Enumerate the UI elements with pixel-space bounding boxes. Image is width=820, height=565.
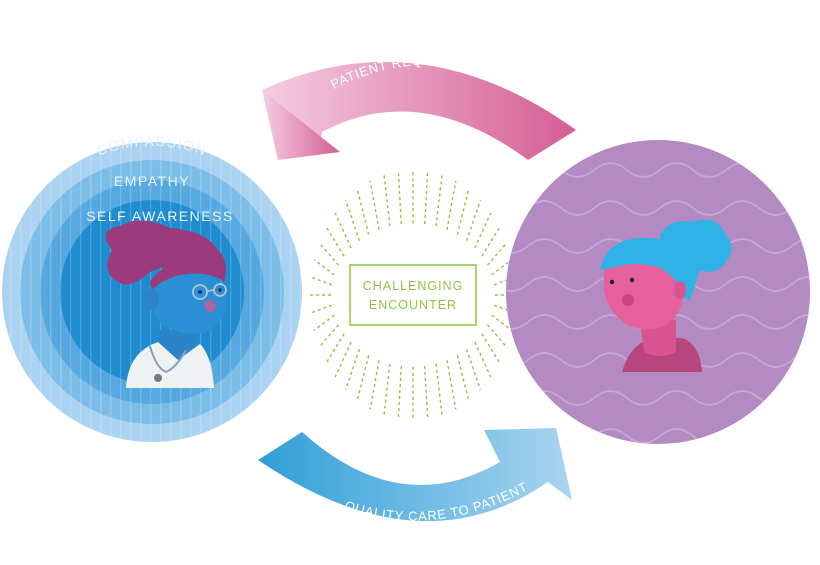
burst-ray xyxy=(435,174,443,227)
burst-ray xyxy=(325,226,345,257)
challenging-encounter-box: CHALLENGING ENCOUNTER xyxy=(349,264,477,326)
burst-ray xyxy=(435,363,443,416)
challenging-encounter-burst xyxy=(310,169,516,421)
burst-ray xyxy=(486,242,508,266)
burst-ray xyxy=(318,324,340,348)
ring-label-empathy: EMPATHY xyxy=(114,173,190,189)
burst-ray xyxy=(397,365,402,420)
burst-ray xyxy=(446,180,457,230)
burst-ray xyxy=(369,360,380,410)
burst-ray xyxy=(356,355,370,401)
burst-ray xyxy=(356,189,370,235)
burst-ray xyxy=(318,242,340,266)
burst-ray xyxy=(344,199,361,242)
burst-ray xyxy=(481,333,501,364)
center-label-line-1: CHALLENGING xyxy=(363,279,464,293)
burst-ray xyxy=(424,365,429,420)
burst-ray xyxy=(313,259,335,276)
burst-ray xyxy=(334,212,352,249)
provider-circle: COMPASSION EMPATHY SELF AWARENESS xyxy=(2,133,302,442)
burst-ray xyxy=(446,360,457,410)
burst-ray xyxy=(383,363,391,416)
burst-ray xyxy=(310,304,333,314)
burst-ray xyxy=(456,355,470,401)
burst-ray xyxy=(313,314,335,331)
burst-ray xyxy=(344,348,361,391)
patient-illustration xyxy=(600,219,732,372)
burst-ray xyxy=(383,174,391,227)
burst-ray xyxy=(369,180,380,230)
doctor-illustration xyxy=(105,220,227,388)
burst-ray xyxy=(334,341,352,378)
patient-circle xyxy=(506,140,810,444)
burst-ray xyxy=(486,324,508,348)
burst-ray xyxy=(491,314,513,331)
burst-ray xyxy=(397,170,402,225)
burst-ray xyxy=(474,341,492,378)
quality-care-to-patient-arrow: QUALITY CARE TO PATIENT xyxy=(258,428,572,524)
burst-ray xyxy=(481,226,501,257)
center-label-line-2: ENCOUNTER xyxy=(369,298,457,312)
burst-ray xyxy=(310,276,333,286)
burst-ray xyxy=(465,348,482,391)
burst-ray xyxy=(474,212,492,249)
ring-label-self-awareness: SELF AWARENESS xyxy=(86,208,234,224)
burst-ray xyxy=(456,189,470,235)
burst-ray xyxy=(325,333,345,364)
burst-ray xyxy=(424,170,429,225)
burst-ray xyxy=(465,199,482,242)
patient-requesting-care-arrow: PATIENT REQUESTING CARE xyxy=(262,53,576,160)
burst-ray xyxy=(491,259,513,276)
